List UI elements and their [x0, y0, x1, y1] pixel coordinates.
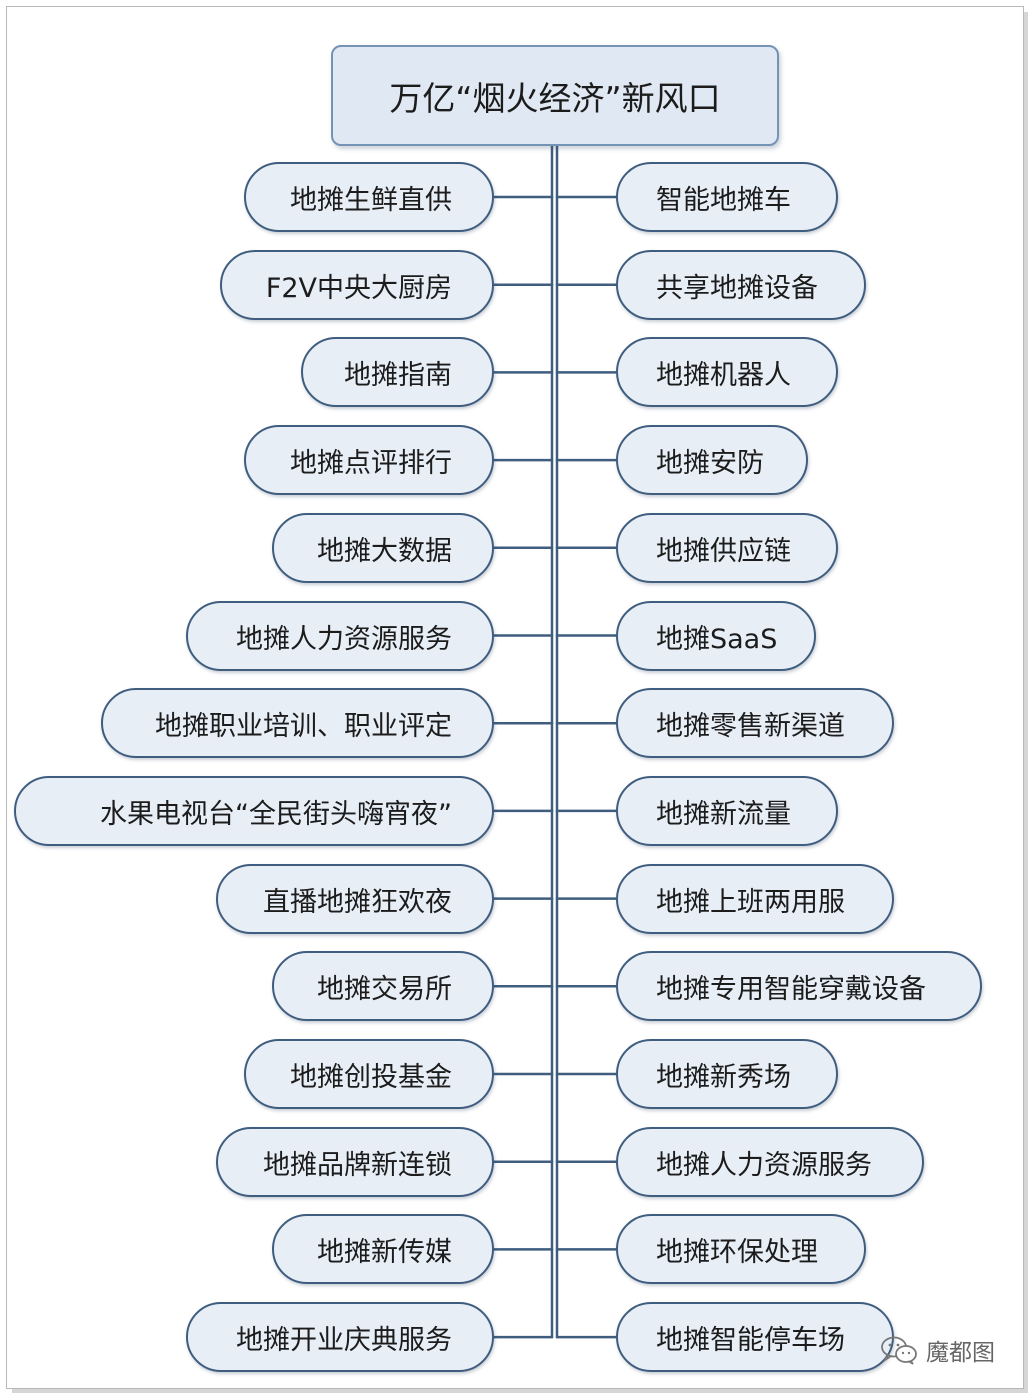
left-branch-node-10: 地摊交易所 [272, 951, 494, 1021]
left-branch-node-13: 地摊新传媒 [272, 1214, 494, 1284]
left-branch-node-2-label: F2V中央大厨房 [265, 272, 452, 304]
right-branch-node-4: 地摊安防 [616, 425, 808, 495]
right-branch-node-1: 智能地摊车 [616, 162, 838, 232]
right-branch-node-6: 地摊SaaS [616, 601, 816, 671]
right-branch-node-9: 地摊上班两用服 [616, 864, 894, 934]
left-branch-node-13-label: 地摊新传媒 [317, 1236, 452, 1268]
left-branch-node-2: F2V中央大厨房 [220, 250, 494, 320]
left-branch-node-7-label: 地摊职业培训、职业评定 [155, 710, 452, 742]
left-branch-node-11: 地摊创投基金 [244, 1039, 494, 1109]
right-branch-node-10: 地摊专用智能穿戴设备 [616, 951, 982, 1021]
right-branch-node-8: 地摊新流量 [616, 776, 838, 846]
left-branch-node-6: 地摊人力资源服务 [186, 601, 494, 671]
frame-shadow-bottom [12, 1389, 1028, 1393]
right-branch-node-8-label: 地摊新流量 [656, 798, 791, 830]
left-branch-node-9: 直播地摊狂欢夜 [216, 864, 494, 934]
right-branch-node-12-label: 地摊人力资源服务 [656, 1149, 872, 1181]
right-branch-node-14: 地摊智能停车场 [616, 1302, 894, 1372]
left-branch-node-5-label: 地摊大数据 [317, 535, 452, 567]
left-branch-node-10-label: 地摊交易所 [317, 973, 452, 1005]
watermark-text: 魔都图 [926, 1340, 995, 1366]
right-branch-node-13-label: 地摊环保处理 [656, 1236, 818, 1268]
right-branch-node-13: 地摊环保处理 [616, 1214, 866, 1284]
left-branch-node-5: 地摊大数据 [272, 513, 494, 583]
root-label: 万亿“烟火经济”新风口 [389, 78, 721, 118]
watermark: 魔都图 [880, 1333, 995, 1367]
left-branch-node-12-label: 地摊品牌新连锁 [263, 1149, 452, 1181]
right-branch-node-4-label: 地摊安防 [656, 447, 764, 479]
right-branch-node-5: 地摊供应链 [616, 513, 838, 583]
left-branch-node-11-label: 地摊创投基金 [290, 1061, 452, 1093]
right-branch-node-7: 地摊零售新渠道 [616, 688, 894, 758]
left-branch-node-1-label: 地摊生鲜直供 [290, 184, 452, 216]
right-branch-node-7-label: 地摊零售新渠道 [656, 710, 845, 742]
frame-shadow-right [1024, 12, 1028, 1390]
left-branch-node-8-label: 水果电视台“全民街头嗨宵夜” [100, 798, 452, 830]
left-branch-node-7: 地摊职业培训、职业评定 [101, 688, 494, 758]
right-branch-node-3: 地摊机器人 [616, 337, 838, 407]
left-branch-node-12: 地摊品牌新连锁 [216, 1127, 494, 1197]
right-branch-node-3-label: 地摊机器人 [656, 359, 791, 391]
left-branch-node-4: 地摊点评排行 [244, 425, 494, 495]
left-branch-node-14: 地摊开业庆典服务 [186, 1302, 494, 1372]
right-branch-node-6-label: 地摊SaaS [656, 623, 778, 655]
left-branch-node-3: 地摊指南 [301, 337, 494, 407]
right-branch-node-11-label: 地摊新秀场 [656, 1061, 791, 1093]
wechat-icon [881, 1336, 917, 1365]
left-branch-node-9-label: 直播地摊狂欢夜 [263, 886, 452, 918]
left-branch-node-4-label: 地摊点评排行 [290, 447, 452, 479]
left-branch-node-3-label: 地摊指南 [344, 359, 452, 391]
right-branch-node-1-label: 智能地摊车 [656, 184, 791, 216]
root-node: 万亿“烟火经济”新风口 [331, 45, 779, 146]
right-branch-node-2-label: 共享地摊设备 [656, 272, 818, 304]
left-branch-node-6-label: 地摊人力资源服务 [236, 623, 452, 655]
page-frame [6, 6, 1024, 1389]
left-branch-node-1: 地摊生鲜直供 [244, 162, 494, 232]
left-branch-node-8: 水果电视台“全民街头嗨宵夜” [14, 776, 494, 846]
right-branch-node-2: 共享地摊设备 [616, 250, 866, 320]
right-branch-node-10-label: 地摊专用智能穿戴设备 [656, 973, 926, 1005]
left-branch-node-14-label: 地摊开业庆典服务 [236, 1324, 452, 1356]
right-branch-node-11: 地摊新秀场 [616, 1039, 838, 1109]
right-branch-node-14-label: 地摊智能停车场 [656, 1324, 845, 1356]
right-branch-node-9-label: 地摊上班两用服 [656, 886, 845, 918]
right-branch-node-5-label: 地摊供应链 [656, 535, 791, 567]
right-branch-node-12: 地摊人力资源服务 [616, 1127, 924, 1197]
